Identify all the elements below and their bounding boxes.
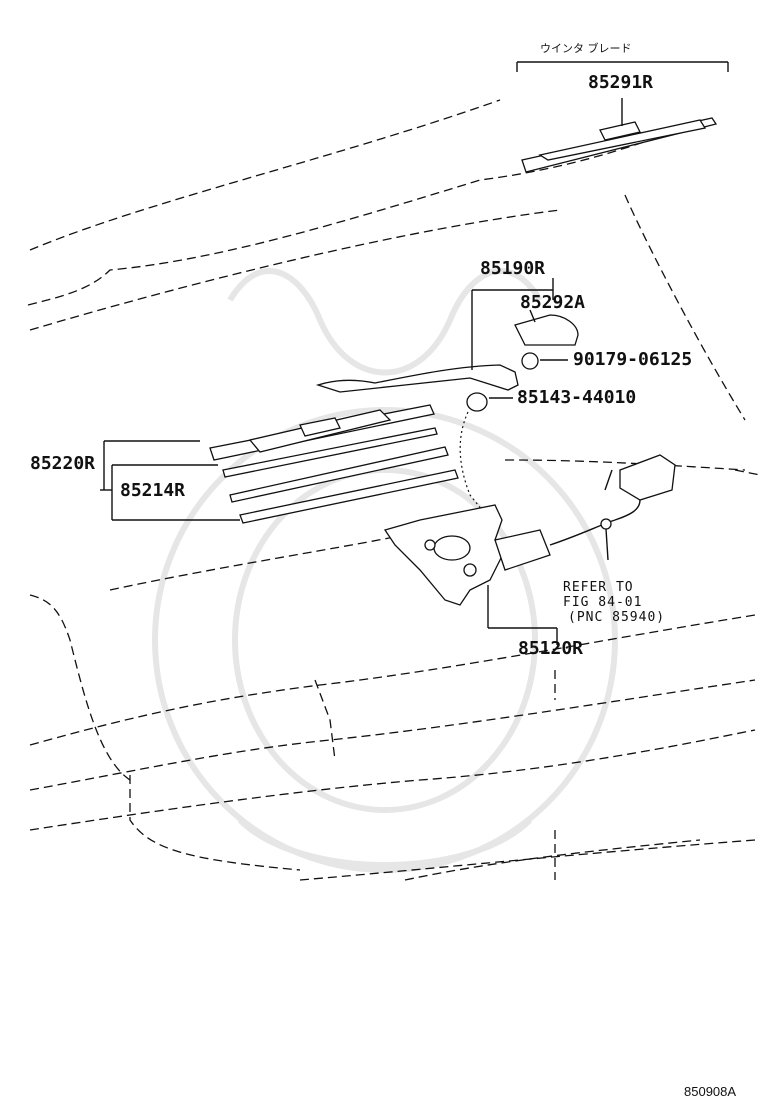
label-85143-44010: 85143-44010 — [517, 387, 636, 408]
wire-connector — [600, 454, 676, 561]
label-85214R: 85214R — [120, 480, 185, 501]
arm-head-cover[interactable] — [514, 309, 579, 346]
figure-id: 850908A — [684, 1084, 736, 1099]
refer-line-3: (PNC 85940) — [568, 610, 665, 625]
refer-line-1: REFER TO — [563, 580, 634, 595]
wiper-motor[interactable] — [383, 504, 616, 645]
spare-wiper-blade[interactable] — [516, 61, 729, 173]
label-85120R: 85120R — [518, 638, 583, 659]
wiper-arm[interactable] — [315, 278, 554, 393]
label-85190R: 85190R — [480, 258, 545, 279]
label-90179-06125: 90179-06125 — [573, 349, 692, 370]
label-85220R: 85220R — [30, 453, 95, 474]
body-outline — [27, 99, 760, 881]
rubber-refill[interactable] — [100, 427, 459, 524]
jp-caption: ウインタ ブレード — [540, 41, 632, 55]
wiper-blade-assembly[interactable] — [103, 404, 435, 490]
grommet-part[interactable] — [459, 392, 513, 521]
label-85291R: 85291R — [588, 72, 653, 93]
nut-part[interactable] — [521, 352, 568, 370]
refer-line-2: FIG 84-01 — [563, 595, 642, 610]
watermark-emblem — [152, 268, 618, 873]
label-85292A: 85292A — [520, 292, 585, 313]
